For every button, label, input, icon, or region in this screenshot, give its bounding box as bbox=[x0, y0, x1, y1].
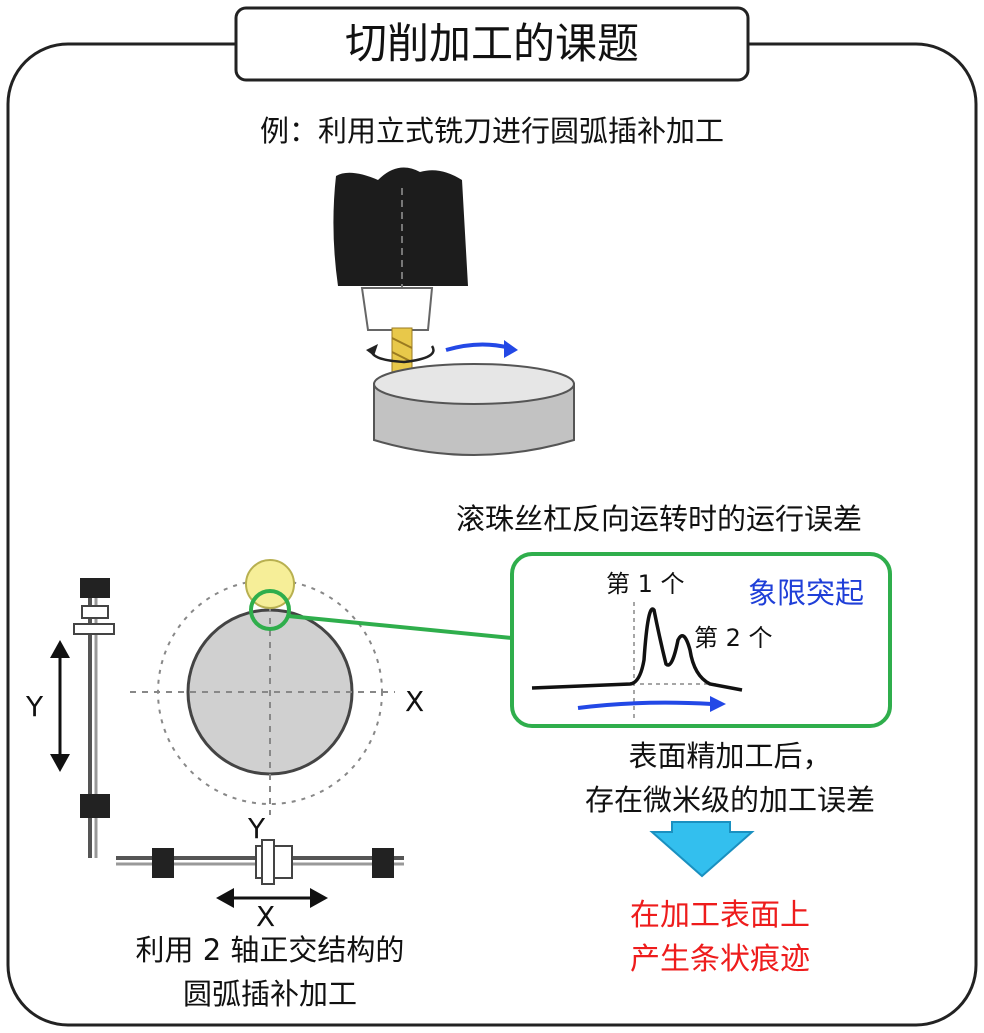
result-caption: 在加工表面上 产生条状痕迹 bbox=[560, 894, 880, 982]
axis-label-x-screw: X bbox=[256, 900, 276, 933]
cutter-flutes bbox=[391, 327, 413, 373]
graph-direction-arrow bbox=[577, 700, 713, 710]
finish-line-2: 存在微米级的加工误差 bbox=[584, 783, 875, 817]
cross-line-1: 利用 2 轴正交结构的 bbox=[135, 933, 405, 967]
x-axis-ball-screw bbox=[116, 839, 404, 908]
example-caption: 例：利用立式铣刀进行圆弧插补加工 bbox=[259, 114, 724, 148]
collet bbox=[360, 287, 434, 331]
finish-caption: 表面精加工后， 存在微米级的加工误差 bbox=[540, 734, 920, 822]
error-curve bbox=[531, 607, 743, 692]
down-arrow bbox=[649, 821, 755, 878]
zoom-ring bbox=[249, 589, 291, 631]
end-mill-illustration bbox=[333, 167, 575, 456]
peak-2-label: 第 2 个 bbox=[694, 624, 773, 652]
axis-label-y-screw: Y bbox=[26, 690, 44, 723]
axis-label-y-circle: Y bbox=[248, 812, 266, 845]
finish-line-1: 表面精加工后， bbox=[628, 739, 832, 773]
spindle-head bbox=[333, 167, 468, 286]
peak-1-label: 第 1 个 bbox=[606, 570, 685, 598]
zoom-connector bbox=[287, 614, 513, 640]
ball-screw-caption: 滚珠丝杠反向运转时的运行误差 bbox=[456, 502, 863, 536]
circular-interpolation-diagram bbox=[130, 559, 513, 815]
graph-box bbox=[510, 552, 892, 728]
cross-line-2: 圆弧插补加工 bbox=[182, 977, 357, 1011]
quadrant-label: 象限突起 bbox=[748, 576, 865, 610]
error-graph bbox=[510, 552, 892, 728]
result-line-2: 产生条状痕迹 bbox=[630, 942, 810, 977]
cross-axis-caption: 利用 2 轴正交结构的 圆弧插补加工 bbox=[90, 928, 450, 1016]
title-box bbox=[234, 6, 750, 82]
result-line-1: 在加工表面上 bbox=[630, 898, 810, 933]
page-title: 切削加工的课题 bbox=[344, 19, 639, 68]
workpiece-top bbox=[373, 363, 575, 405]
axis-label-x-circle: X bbox=[405, 685, 425, 718]
y-axis-ball-screw bbox=[50, 578, 115, 858]
